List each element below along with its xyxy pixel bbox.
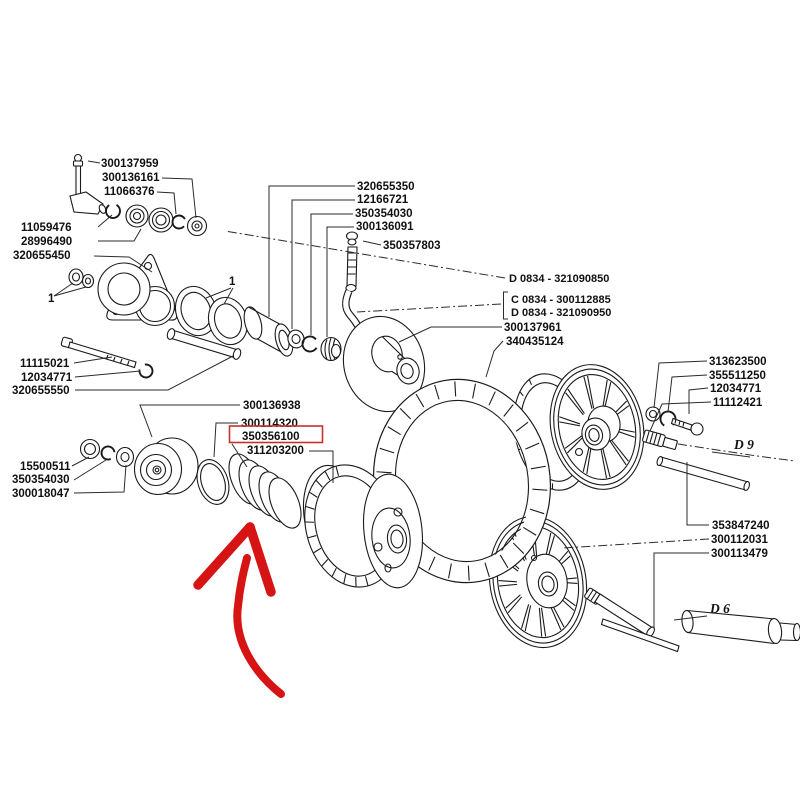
- part-label-D0834-321090950: D 0834 - 321090950: [511, 307, 611, 319]
- part-label-11112421: 11112421: [713, 397, 763, 409]
- part-label-350357803: 350357803: [383, 240, 441, 252]
- part-label-320655450: 320655450: [13, 250, 71, 262]
- bolt-icon: [670, 417, 693, 431]
- ref-label-1-right: 1: [229, 276, 236, 288]
- part-label-28996490: 28996490: [21, 236, 72, 248]
- part-label-311203200: 311203200: [247, 445, 304, 457]
- part-label-300136938: 300136938: [243, 400, 301, 412]
- part-label-12034771-2: 12034771: [710, 383, 762, 395]
- flange-boss: [97, 262, 151, 316]
- part-label-350354030-2: 350354030: [12, 474, 70, 486]
- driveshaft-group-d6: [584, 587, 800, 653]
- part-label-300137961: 300137961: [504, 322, 562, 334]
- ref-label-d6: D 6: [709, 601, 730, 616]
- part-label-11059476: 11059476: [21, 222, 72, 234]
- fixed-pulley-disc: [342, 315, 426, 413]
- bearing-icon: [125, 204, 149, 228]
- flange-cover: [97, 253, 178, 327]
- part-label-D0834-321090850: D 0834 - 321090850: [509, 273, 609, 285]
- part-label-300137959: 300137959: [101, 158, 159, 170]
- o-ring: [196, 459, 230, 505]
- part-label-300113479: 300113479: [711, 548, 768, 560]
- circlip-icon: [105, 203, 121, 219]
- lock-ring-icon: [100, 445, 116, 461]
- highlight-arrow-right-wing: [245, 522, 276, 597]
- part-label-350354030-1: 350354030: [355, 208, 413, 220]
- highlight-box: [228, 425, 324, 444]
- part-label-300114320: 300114320: [241, 418, 298, 430]
- movable-pulley-assembly: [302, 464, 424, 589]
- highlight-arrow-tail: [233, 554, 285, 698]
- ref-label-1-left: 1: [48, 293, 55, 305]
- part-label-300136161: 300136161: [102, 172, 160, 184]
- threaded-stub: [642, 429, 678, 450]
- seal-rings-large: [174, 285, 249, 346]
- part-label-300136091: 300136091: [356, 221, 414, 233]
- highlight-annotations: [193, 425, 324, 698]
- part-label-340435124: 340435124: [506, 336, 564, 348]
- part-label-350356100-highlighted: 350356100: [242, 431, 300, 443]
- seal-rings-small: [68, 268, 95, 289]
- highlight-arrow-left-wing: [193, 522, 255, 590]
- part-label-11115021: 11115021: [20, 358, 70, 370]
- roller-icon: [186, 215, 208, 237]
- snap-ring-icon: [301, 335, 319, 353]
- coil-spring: [228, 453, 302, 529]
- part-label-12034771-1: 12034771: [21, 372, 73, 384]
- part-label-12166721: 12166721: [357, 194, 409, 206]
- crank-pin-assembly: [69, 153, 208, 237]
- lock-washer-icon: [171, 214, 187, 230]
- woodruff-key: [600, 618, 680, 653]
- part-label-353847240: 353847240: [712, 520, 770, 532]
- nut-clip-cap-group: [287, 329, 342, 362]
- part-label-C0834-300112885: C 0834 - 300112885: [511, 294, 611, 306]
- part-label-313623500: 313623500: [709, 356, 767, 368]
- round-nut-icon: [79, 438, 101, 460]
- part-labels: 300137959 300136161 11066376 11059476 28…: [12, 158, 770, 616]
- washer-icon: [115, 446, 135, 468]
- spacer-bushing: [243, 306, 294, 357]
- part-label-15500511: 15500511: [20, 461, 71, 473]
- push-rod-d9: [657, 456, 749, 491]
- part-label-320655550: 320655550: [12, 385, 70, 397]
- part-label-300112031: 300112031: [711, 534, 769, 546]
- part-label-355511250: 355511250: [709, 370, 766, 382]
- leader-lines: [53, 160, 796, 628]
- long-bolt: [60, 336, 154, 379]
- part-label-11066376: 11066376: [104, 186, 155, 198]
- part-label-320655350: 320655350: [357, 181, 415, 193]
- ref-label-d9: D 9: [733, 437, 754, 452]
- label-bracket: [503, 291, 508, 320]
- small-fasteners-left: [79, 438, 135, 468]
- spring-cup-drum: [133, 437, 199, 496]
- part-label-300018047: 300018047: [12, 488, 70, 500]
- long-pin: [166, 328, 242, 360]
- upper-spoked-wheel: [549, 364, 645, 490]
